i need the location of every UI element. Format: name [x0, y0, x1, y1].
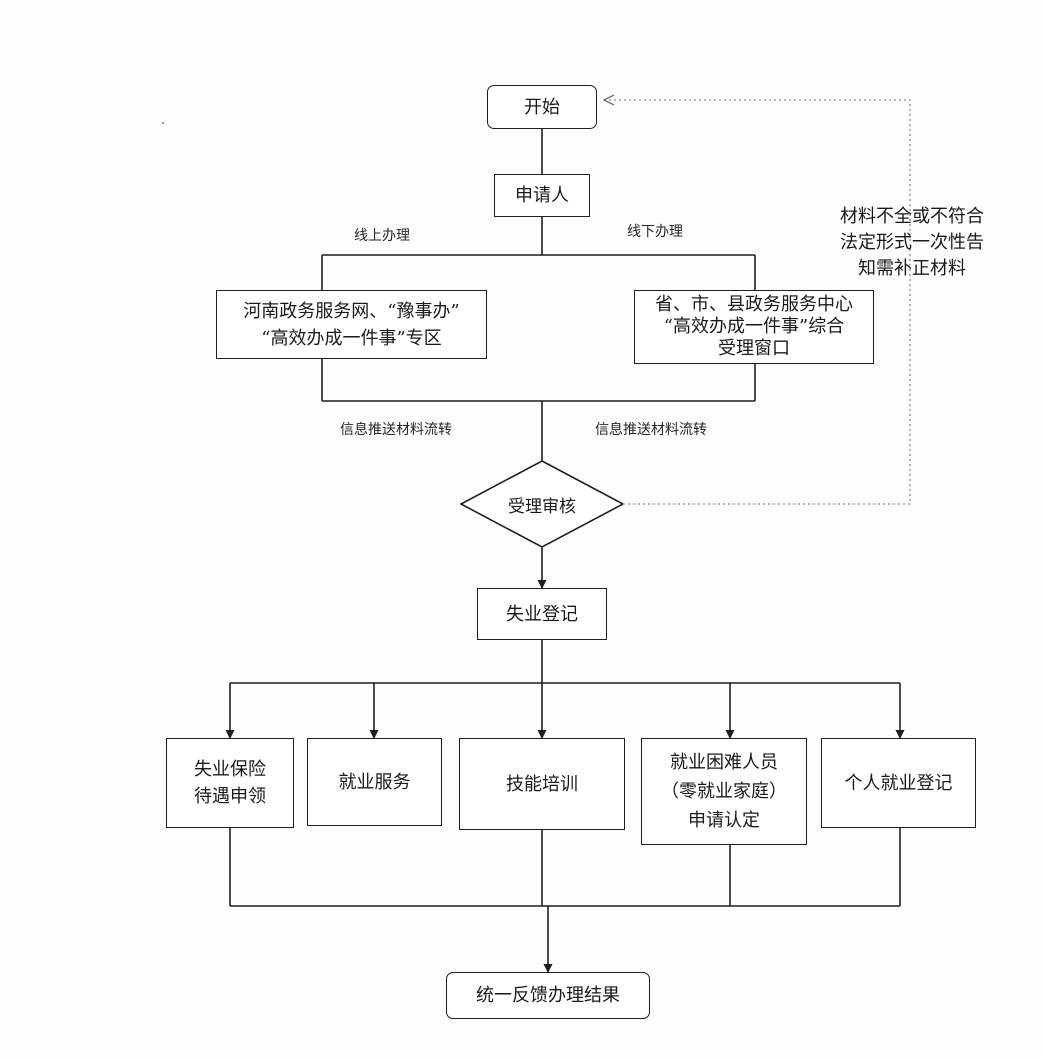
- scan-speck: [162, 122, 164, 124]
- unified-feedback-node-label: 统一反馈办理结果: [476, 985, 620, 1006]
- return-note: 材料不全或不符合 法定形式一次性告 知需补正材料: [832, 204, 992, 282]
- skill-training-node: 技能培训: [459, 738, 625, 830]
- offline-edge-label: 线下办理: [627, 224, 683, 240]
- personal-employment-registration-node: 个人就业登记: [821, 738, 976, 828]
- online-edge-label: 线上办理: [354, 228, 410, 244]
- employment-service-node-label: 就业服务: [338, 771, 411, 793]
- personal-employment-registration-node-label: 个人就业登记: [844, 772, 953, 794]
- return-note-line-3: 知需补正材料: [858, 258, 966, 279]
- offline-window-node-label: 省、市、县政务服务中心 “高效办成一件事”综合 受理窗口: [655, 294, 853, 359]
- start-node: 开始: [487, 85, 597, 129]
- online-window-node-label: 河南政务服务网、“豫事办” “高效办成一件事”专区: [243, 300, 460, 349]
- return-note-line-1: 材料不全或不符合: [840, 206, 984, 227]
- online-window-node: 河南政务服务网、“豫事办” “高效办成一件事”专区: [216, 290, 487, 359]
- unified-feedback-node: 统一反馈办理结果: [446, 972, 650, 1019]
- insurance-claim-node-label: 失业保险 待遇申领: [194, 759, 266, 807]
- hardship-certification-node: 就业困难人员 （零就业家庭） 申请认定: [641, 738, 807, 845]
- applicant-node: 申请人: [494, 174, 590, 217]
- review-node-label: 受理审核: [508, 496, 576, 517]
- unemployment-registration-node-label: 失业登记: [506, 603, 578, 625]
- info-push-left-label: 信息推送材料流转: [340, 422, 452, 438]
- skill-training-node-label: 技能培训: [506, 773, 578, 795]
- start-node-label: 开始: [524, 96, 560, 118]
- insurance-claim-node: 失业保险 待遇申领: [166, 738, 294, 828]
- applicant-node-label: 申请人: [515, 185, 569, 206]
- review-diamond: [459, 460, 625, 548]
- employment-service-node: 就业服务: [307, 738, 442, 826]
- unemployment-registration-node: 失业登记: [477, 588, 607, 640]
- offline-window-node: 省、市、县政务服务中心 “高效办成一件事”综合 受理窗口: [634, 290, 874, 364]
- hardship-certification-node-label: 就业困难人员 （零就业家庭） 申请认定: [661, 752, 787, 831]
- info-push-right-label: 信息推送材料流转: [595, 422, 707, 438]
- return-note-line-2: 法定形式一次性告: [840, 232, 984, 253]
